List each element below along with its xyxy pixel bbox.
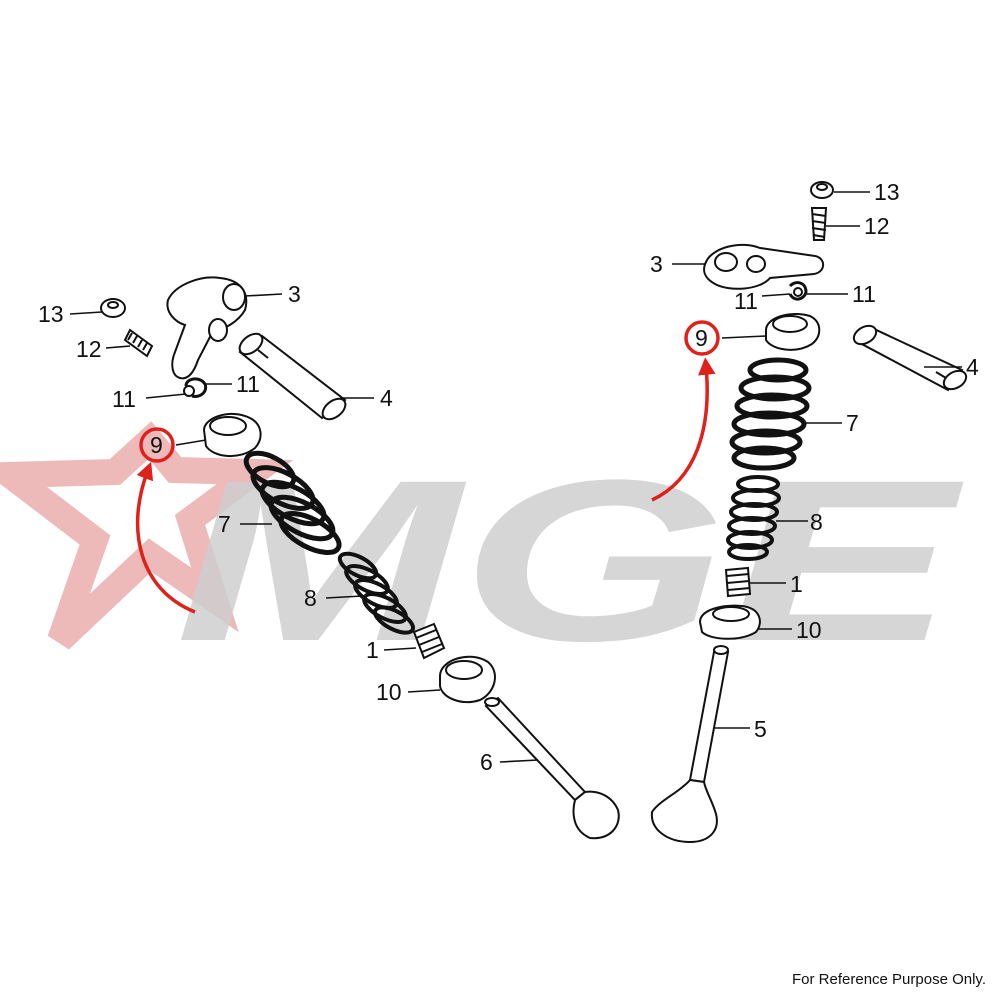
watermark-logo-text: MGE: [175, 432, 965, 689]
right-valve-part: [650, 645, 730, 844]
left-assembly: [100, 276, 620, 840]
right-callout-label: 5: [754, 716, 767, 742]
right-callout-label: 3: [650, 251, 663, 277]
right-rocker-arm-part: [703, 243, 825, 290]
right-spring-seat-part: [698, 604, 761, 640]
right-callout-label: 12: [864, 213, 890, 239]
right-outer-spring-part: [729, 357, 812, 471]
leader-lines: [69, 191, 962, 763]
watermark-star-icon: [0, 421, 294, 650]
left-callout-label: 6: [480, 749, 493, 775]
left-callout-label: 8: [304, 585, 317, 611]
left-valve-part: [484, 696, 620, 840]
left-spring-seat-part: [439, 655, 496, 704]
left-callout-label: 7: [218, 511, 231, 537]
left-outer-spring-part: [243, 450, 342, 555]
left-callout-label: 11: [112, 386, 136, 412]
right-callout-label: 13: [874, 179, 900, 205]
left-callout-label: 10: [376, 679, 402, 705]
right-spring-retainer-part: [765, 312, 821, 351]
right-stem-seal-part: [724, 566, 752, 598]
right-nut-part: [810, 181, 834, 199]
left-callout-label: 4: [380, 385, 393, 411]
left-callout-label: 3: [288, 281, 301, 307]
right-callout-label: 11: [852, 281, 876, 307]
right-assembly: [650, 181, 968, 844]
left-highlight-circle: [139, 427, 175, 463]
left-callout-label-highlighted: 9: [150, 432, 163, 458]
left-inner-spring-part: [337, 551, 416, 635]
right-rocker-shaft-part: [852, 324, 968, 392]
reference-note: For Reference Purpose Only.: [792, 971, 986, 988]
left-stem-seal-part: [412, 622, 446, 660]
right-callout-label: 4: [966, 354, 979, 380]
left-rocker-shaft-part: [238, 332, 347, 421]
watermark: MGE: [0, 421, 965, 689]
right-callout-label: 11: [734, 288, 758, 314]
left-callout-label: 11: [236, 371, 260, 397]
right-adjusting-screw-part: [810, 207, 828, 241]
right-highlight-arrow-icon: [651, 357, 716, 502]
right-callout-label-highlighted: 9: [695, 325, 708, 351]
right-callout-label: 10: [796, 617, 822, 643]
left-spring-retainer-part: [202, 412, 262, 457]
right-clip-part: [788, 281, 808, 301]
left-rocker-arm-part: [166, 276, 248, 380]
right-inner-spring-part: [726, 475, 781, 561]
left-callouts: 13 12 3 11 11 4 9 7 8 1 10 6: [38, 281, 493, 775]
right-callout-label: 7: [846, 410, 859, 436]
left-callout-label: 1: [366, 637, 379, 663]
left-adjusting-screw-part: [123, 328, 154, 358]
left-nut-part: [100, 298, 126, 318]
left-clip-part: [183, 377, 208, 398]
right-callout-label: 8: [810, 509, 823, 535]
right-callout-label: 1: [790, 571, 803, 597]
right-highlight-circle: [684, 320, 720, 356]
left-callout-label: 12: [76, 336, 102, 362]
highlights: [135, 320, 720, 614]
left-highlight-arrow-icon: [135, 461, 196, 614]
left-callout-label: 13: [38, 301, 64, 327]
right-callouts: 13 12 3 11 11 9 4 7 8 1 10 5: [650, 179, 979, 742]
